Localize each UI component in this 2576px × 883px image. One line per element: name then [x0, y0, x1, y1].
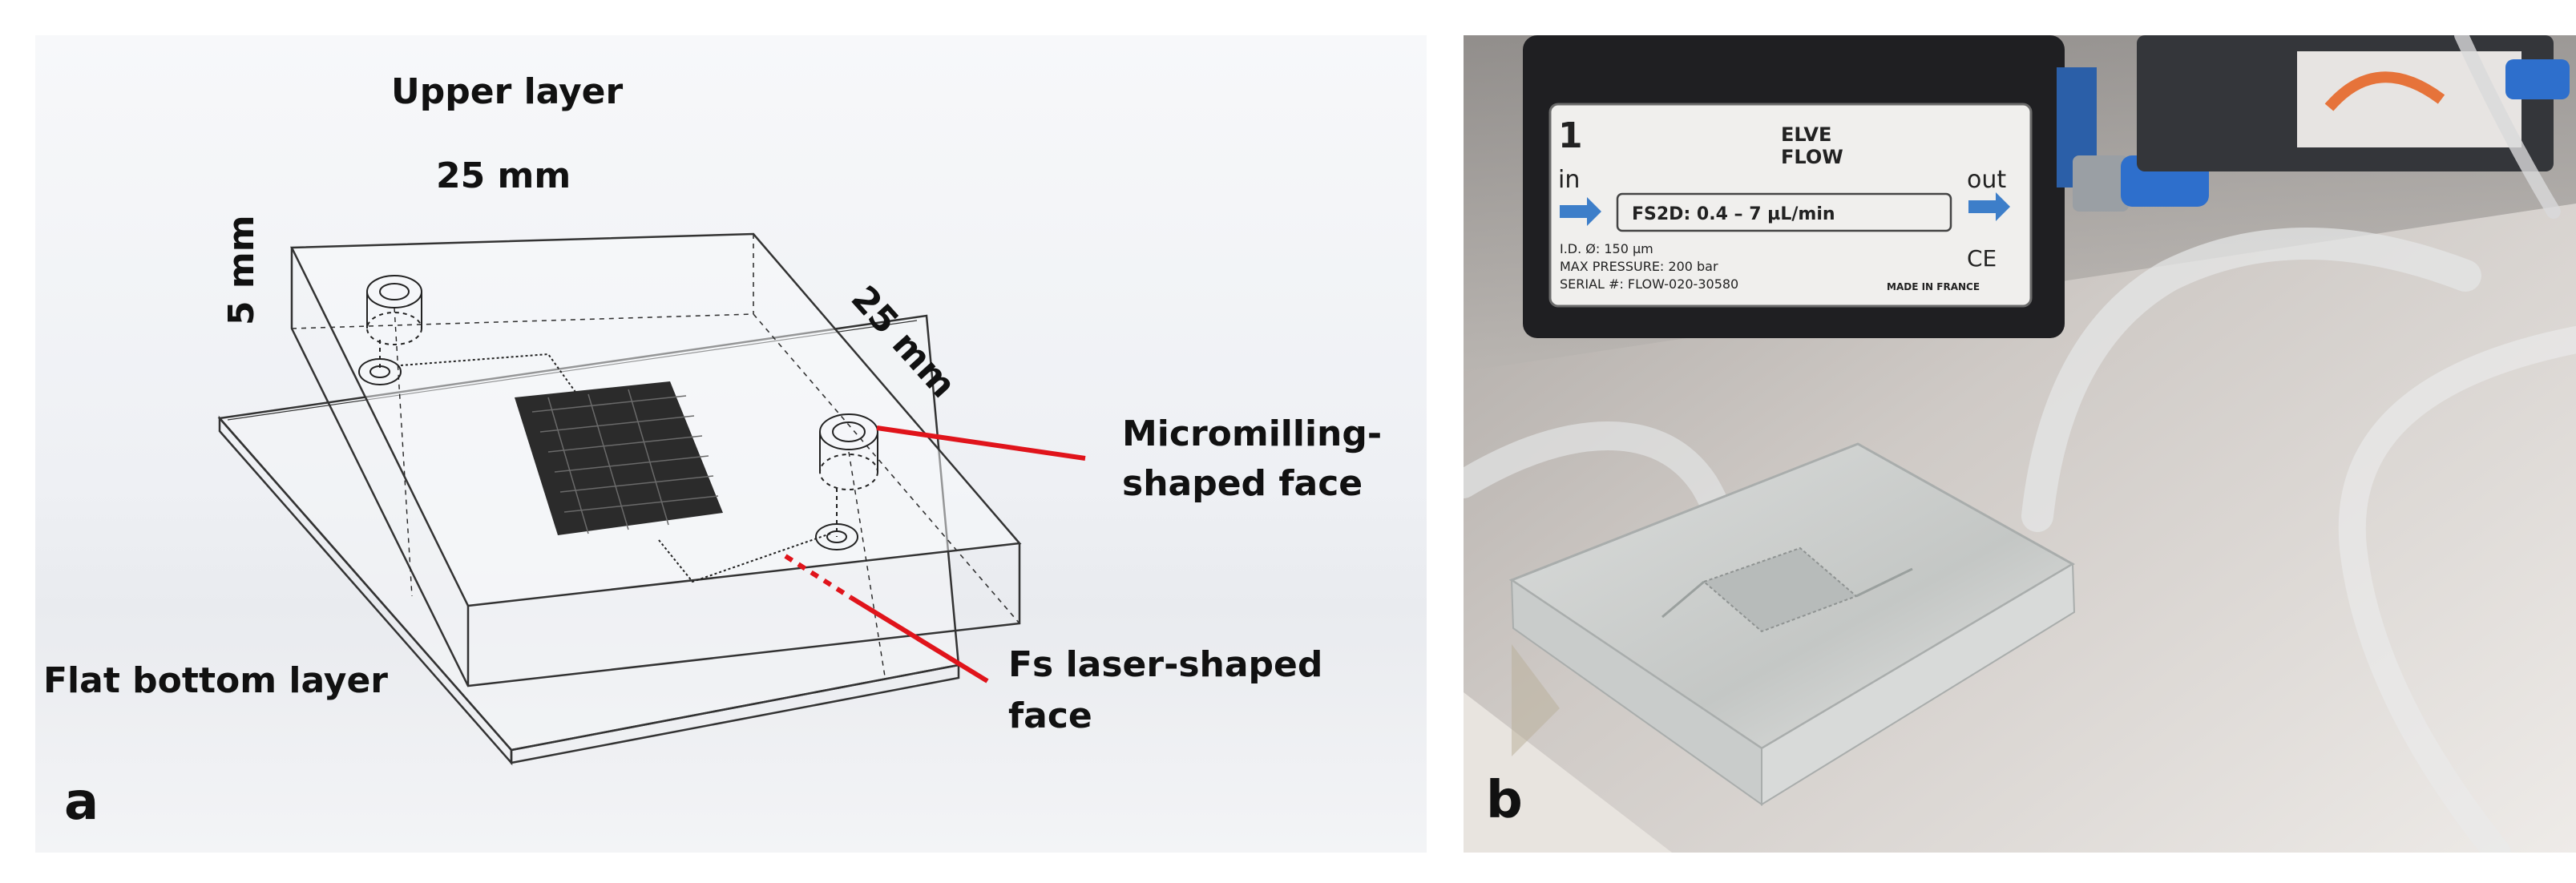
upper-layer-label: Upper layer [391, 71, 624, 112]
sensor-pressure-label: MAX PRESSURE: 200 bar [1560, 259, 1718, 274]
brand-line1: ELVE [1781, 123, 1831, 146]
microchannel-network [358, 275, 886, 677]
panel-a-letter: a [64, 772, 99, 832]
brand-line2: FLOW [1781, 146, 1843, 168]
sensor-model-label: FS2D: 0.4 – 7 µL/min [1632, 204, 1835, 224]
made-in-label: MADE IN FRANCE [1887, 281, 1980, 292]
panel-b-letter: b [1486, 771, 1523, 830]
height-dimension-label: 5 mm [221, 215, 262, 325]
ce-mark: CE [1967, 245, 1997, 272]
photo-panel: 1 in out ELVE FLOW FS2D: 0.4 – 7 µL/min … [1464, 35, 2576, 853]
flat-bottom-layer-label: Flat bottom layer [43, 660, 388, 701]
microfluidic-chip [1508, 442, 2076, 806]
sensor-in-label: in [1558, 166, 1580, 194]
sensor-number: 1 [1558, 115, 1583, 156]
fs-laser-label-line2: face [1008, 696, 1092, 736]
out-arrow-icon [1968, 192, 2010, 221]
in-arrow-icon [1560, 197, 1601, 226]
fs-laser-label-line1: Fs laser-shaped [1008, 644, 1322, 685]
callout-lines [784, 425, 1086, 683]
device-photo: 1 in out ELVE FLOW FS2D: 0.4 – 7 µL/min … [1464, 35, 2576, 853]
pillar-array [515, 381, 723, 535]
flow-sensor-device: 1 in out ELVE FLOW FS2D: 0.4 – 7 µL/min … [1523, 35, 2065, 338]
sensor-serial-label: SERIAL #: FLOW-020-30580 [1560, 276, 1738, 292]
sensor-out-label: out [1967, 166, 2006, 194]
micromilling-label-line1: Micromilling- [1122, 413, 1382, 454]
micromilling-label-line2: shaped face [1122, 463, 1363, 504]
sensor-id-label: I.D. Ø: 150 µm [1560, 241, 1653, 256]
width-dimension-label: 25 mm [436, 155, 571, 196]
exploded-view-diagram: Upper layer 25 mm 25 mm 5 mm Micromillin… [43, 71, 1382, 832]
fluidic-fittings [2057, 35, 2570, 212]
schematic-panel: Upper layer 25 mm 25 mm 5 mm Micromillin… [35, 35, 1427, 853]
